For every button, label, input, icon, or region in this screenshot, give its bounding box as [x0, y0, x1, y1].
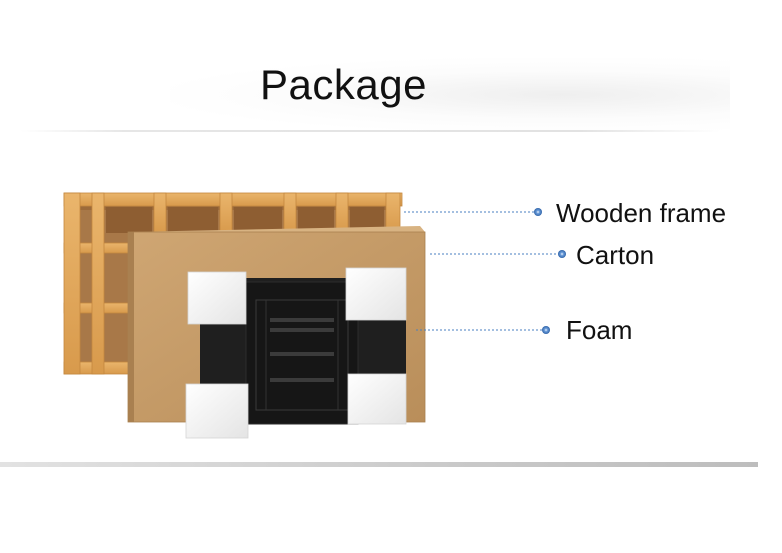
- foam-block-bottom-left: [185, 383, 249, 439]
- screen-vent: [270, 378, 334, 382]
- screen-vent: [270, 328, 334, 332]
- foam: [185, 267, 407, 439]
- wooden-frame-left-post: [63, 192, 81, 375]
- callout-label-foam: Foam: [566, 315, 633, 345]
- wooden-frame-gap: [106, 207, 152, 233]
- wooden-frame-slat: [153, 192, 167, 234]
- leader-dot-foam: [542, 326, 550, 334]
- wooden-frame-gap: [234, 207, 282, 233]
- foam-block-top-left: [187, 271, 247, 325]
- bottom-divider: [0, 462, 758, 467]
- foam-block-bottom-right: [347, 373, 407, 425]
- callout-leaders: [404, 208, 566, 334]
- wooden-frame-slat: [283, 192, 297, 234]
- wooden-frame-top-rail: [63, 192, 403, 207]
- page-title: Package: [260, 61, 427, 108]
- callout-label-carton: Carton: [576, 240, 655, 270]
- wooden-frame-slat: [91, 192, 105, 375]
- title-background: [170, 58, 730, 132]
- screen-vent: [270, 318, 334, 322]
- title-area: Package: [0, 50, 782, 135]
- wooden-frame-slat: [219, 192, 233, 234]
- wooden-frame-slat: [335, 192, 349, 234]
- title-underline: [20, 130, 720, 132]
- wooden-frame-gap: [168, 207, 218, 233]
- leader-dot-wooden-frame: [534, 208, 542, 216]
- callout-label-wooden-frame: Wooden frame: [556, 198, 727, 228]
- screen-mount-frame: [255, 299, 349, 411]
- carton-side: [128, 232, 134, 422]
- screen-vent: [270, 352, 334, 356]
- leader-dot-carton: [558, 250, 566, 258]
- foam-block-top-right: [345, 267, 407, 321]
